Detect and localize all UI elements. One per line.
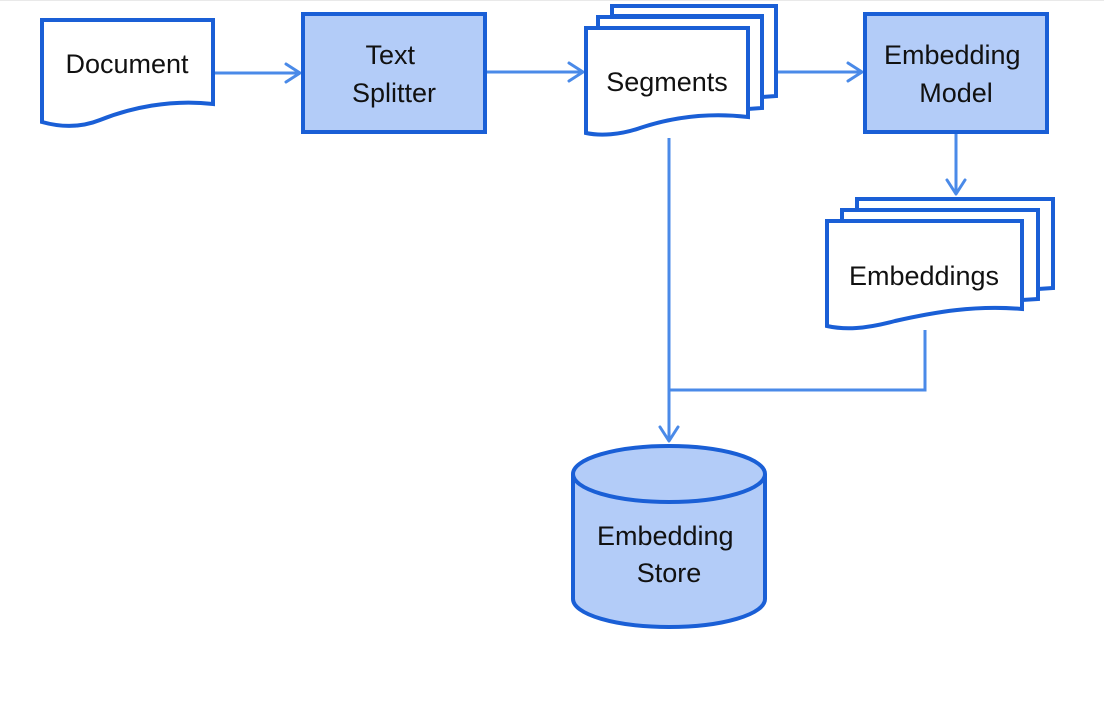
node-embeddings: Embeddings	[825, 197, 1055, 331]
embedding-store-label: Embedding Store	[597, 521, 741, 588]
embedding-model-box	[863, 12, 1049, 134]
embeddings-front-sheet	[825, 219, 1024, 331]
node-embedding-model: Embedding Model	[863, 12, 1049, 134]
text-splitter-box	[301, 12, 487, 134]
document-shape	[40, 18, 215, 128]
connector-embedding-model-to-embeddings	[945, 133, 967, 196]
node-segments: Segments	[584, 4, 778, 137]
document-label: Document	[65, 49, 189, 79]
connector-text-splitter-to-segments	[485, 61, 585, 83]
connector-segments-to-embedding-store	[658, 138, 680, 443]
embedding-store-cylinder-top	[571, 444, 767, 504]
embeddings-label: Embeddings	[849, 261, 999, 291]
embedding-store-cylinder-body	[571, 474, 767, 629]
node-text-splitter: Text Splitter	[301, 12, 487, 134]
node-embedding-store: Embedding Store	[571, 444, 767, 629]
node-document: Document	[40, 18, 215, 128]
connector-segments-to-embedding-model	[776, 61, 864, 83]
connector-document-to-text-splitter	[213, 62, 302, 84]
embedding-model-label: Embedding Model	[884, 40, 1028, 108]
segments-front-sheet	[584, 26, 750, 137]
top-divider	[0, 0, 1104, 1]
segments-label: Segments	[606, 67, 728, 97]
connector-embeddings-to-embedding-store	[669, 330, 927, 392]
text-splitter-label: Text Splitter	[352, 40, 436, 108]
